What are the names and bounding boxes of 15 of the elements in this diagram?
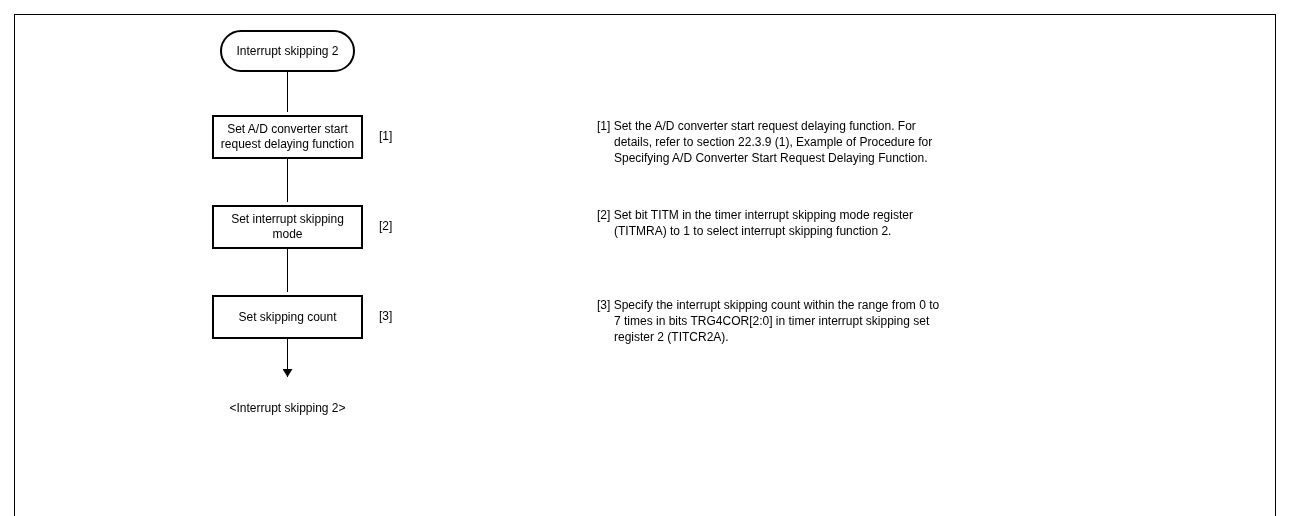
step-number: [1] (379, 129, 393, 144)
connector-line (287, 158, 288, 203)
step-note: [3] Specify the interrupt skipping count within the range from 0 to 7 times in bits TRG4COR[2:0] in timer interrupt skipping set register 2 (TITCR2A). (597, 297, 941, 345)
connector-line (282, 338, 293, 378)
process-box: Set skipping count (212, 295, 363, 339)
step-note: [2] Set bit TITM in the timer interrupt skipping mode register (TITMRA) to 1 to select interrupt skipping function 2. (597, 207, 914, 239)
terminal-box: Interrupt skipping 2 (220, 30, 355, 72)
step-number: [2] (379, 219, 393, 234)
step-number: [3] (379, 309, 393, 324)
process-box: Set A/D converter start request delaying function (212, 115, 363, 159)
step-note: [1] Set the A/D converter start request delaying function. For details, refer to section 22.3.9 (1), Example of Procedure for Specifying A/D Converter Start Request Delaying Function. (597, 118, 934, 166)
end-label: <Interrupt skipping 2> (200, 380, 375, 420)
connector-line (287, 248, 288, 293)
process-box: Set interrupt skipping mode (212, 205, 363, 249)
connector-line (287, 71, 288, 113)
